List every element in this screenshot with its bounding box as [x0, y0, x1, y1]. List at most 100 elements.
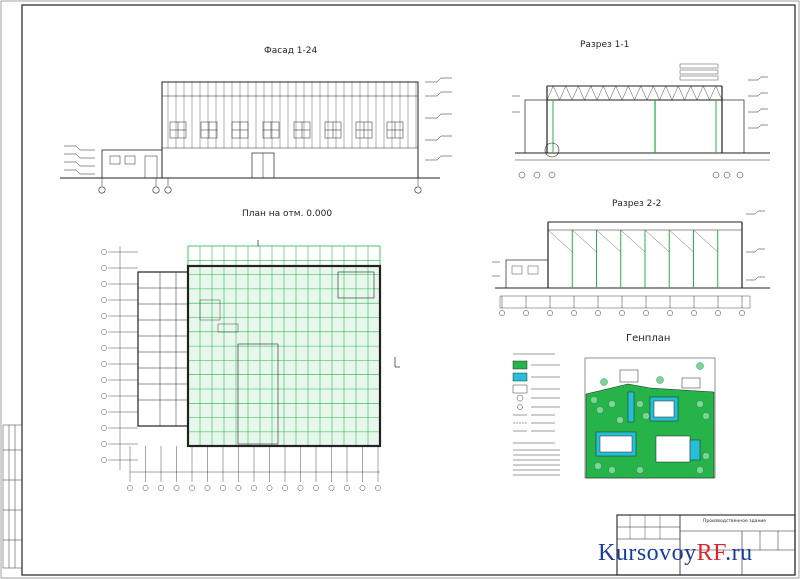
section-2-2-drawing — [492, 210, 770, 316]
genplan-title: Генплан — [626, 333, 671, 344]
plan-axis-marker — [142, 485, 149, 491]
watermark-tail: .ru — [725, 540, 753, 566]
plan-axis-marker — [101, 281, 107, 287]
title-block-name: Производственное здание — [703, 519, 767, 524]
plan-axis-marker — [101, 409, 107, 415]
truss-diagonal — [590, 85, 598, 101]
plan-axis-marker — [251, 485, 257, 491]
truss-diagonal — [565, 85, 573, 101]
section-1-1-title: Разрез 1-1 — [580, 40, 630, 50]
plan-axis-marker — [313, 485, 319, 491]
truss-diagonal — [690, 85, 698, 101]
genplan-tree — [642, 412, 650, 420]
section-2-2-brace — [547, 229, 573, 253]
plan-axis-marker — [101, 377, 107, 383]
truss-diagonal — [659, 85, 666, 101]
section-2-2-brace — [644, 229, 670, 253]
plan-axis-marker — [220, 485, 226, 491]
truss-diagonal — [634, 85, 641, 101]
plan-axis-marker — [282, 485, 288, 491]
section-2-2-axis-marker — [523, 310, 529, 316]
truss-diagonal — [665, 85, 673, 101]
plan-axis-marker — [101, 361, 107, 367]
plan-axis-marker — [101, 441, 107, 447]
genplan-tree — [696, 400, 704, 408]
truss-diagonal — [546, 85, 554, 101]
plan-axis-marker — [101, 457, 107, 463]
truss-diagonal — [653, 85, 660, 101]
truss-diagonal — [628, 85, 635, 101]
truss-diagonal — [584, 85, 591, 101]
plan-axis-marker — [101, 313, 107, 319]
section-2-2-axis-marker — [715, 310, 721, 316]
truss-diagonal — [578, 85, 585, 101]
plan-axis-marker — [101, 297, 107, 303]
genplan-trees — [590, 362, 710, 474]
genplan-tree — [616, 416, 624, 424]
section-2-2-brace — [596, 229, 621, 253]
plan-axis-marker — [235, 485, 242, 491]
section-2-2-brace — [620, 229, 646, 253]
section-2-2-axis-marker — [595, 310, 601, 316]
genplan-explication-list — [513, 449, 560, 476]
facade-title: Фасад 1-24 — [264, 46, 318, 56]
truss-diagonal — [596, 85, 604, 101]
section-2-2-axis-marker — [643, 310, 649, 316]
genplan-tree — [608, 400, 616, 408]
truss-diagonal — [696, 85, 704, 101]
truss-diagonal — [609, 85, 616, 101]
facade-drawing — [60, 77, 452, 194]
section-2-2-axis-marker — [571, 310, 577, 316]
section-1-1-drawing — [512, 63, 770, 179]
plan-axis-marker — [127, 485, 133, 491]
truss-diagonal — [678, 85, 685, 101]
plan-axis-marker — [266, 485, 273, 491]
truss-diagonal — [571, 85, 579, 101]
section-2-2-axis-marker — [667, 310, 673, 316]
plan-axis-marker — [344, 485, 350, 491]
truss-diagonal — [621, 85, 629, 101]
facade-windows — [169, 121, 404, 139]
plan-axis-marker — [101, 425, 107, 431]
plan-axis-marker — [328, 485, 335, 491]
genplan-tree — [590, 396, 598, 404]
truss-diagonal — [640, 85, 648, 101]
truss-diagonal — [603, 85, 610, 101]
truss-diagonal — [709, 85, 716, 101]
truss-diagonal — [615, 85, 623, 101]
plan-axis-marker — [101, 249, 107, 255]
genplan-tree — [636, 400, 644, 408]
plan-axis-marker — [204, 485, 211, 491]
watermark-accent: RF — [696, 540, 726, 566]
plan-axis-marker — [101, 265, 107, 271]
side-stamp — [2, 424, 23, 569]
genplan-tree — [696, 362, 704, 370]
truss-diagonal — [559, 85, 566, 101]
truss-diagonal — [553, 85, 560, 101]
genplan-tree — [656, 376, 664, 384]
truss-diagonal — [684, 85, 691, 101]
watermark-logo: KursovoyRF.ru — [598, 540, 753, 567]
genplan-site — [584, 357, 716, 479]
plan-axis-marker — [297, 485, 304, 491]
truss-web — [546, 85, 723, 101]
section-2-2-brace — [669, 229, 694, 253]
section-2-2-axis-marker — [619, 310, 625, 316]
plan-rooms — [138, 272, 188, 426]
section-2-2-axis-marker — [547, 310, 553, 316]
truss-diagonal — [671, 85, 679, 101]
plan-axis-marker — [189, 485, 195, 491]
genplan-tree — [696, 466, 704, 474]
genplan-tree — [600, 378, 608, 386]
plan-axis-marker — [173, 485, 180, 491]
plan-title: План на отм. 0.000 — [242, 209, 333, 219]
section-2-2-bays — [547, 229, 719, 288]
genplan-legend — [512, 353, 560, 476]
section-2-2-axis-marker — [739, 310, 745, 316]
section-2-2-title: Разрез 2-2 — [612, 199, 662, 209]
genplan-tree — [594, 462, 602, 470]
section-2-2-brace — [693, 229, 718, 253]
plan-axis-marker — [375, 485, 381, 491]
section-2-2-axis-marker — [691, 310, 697, 316]
